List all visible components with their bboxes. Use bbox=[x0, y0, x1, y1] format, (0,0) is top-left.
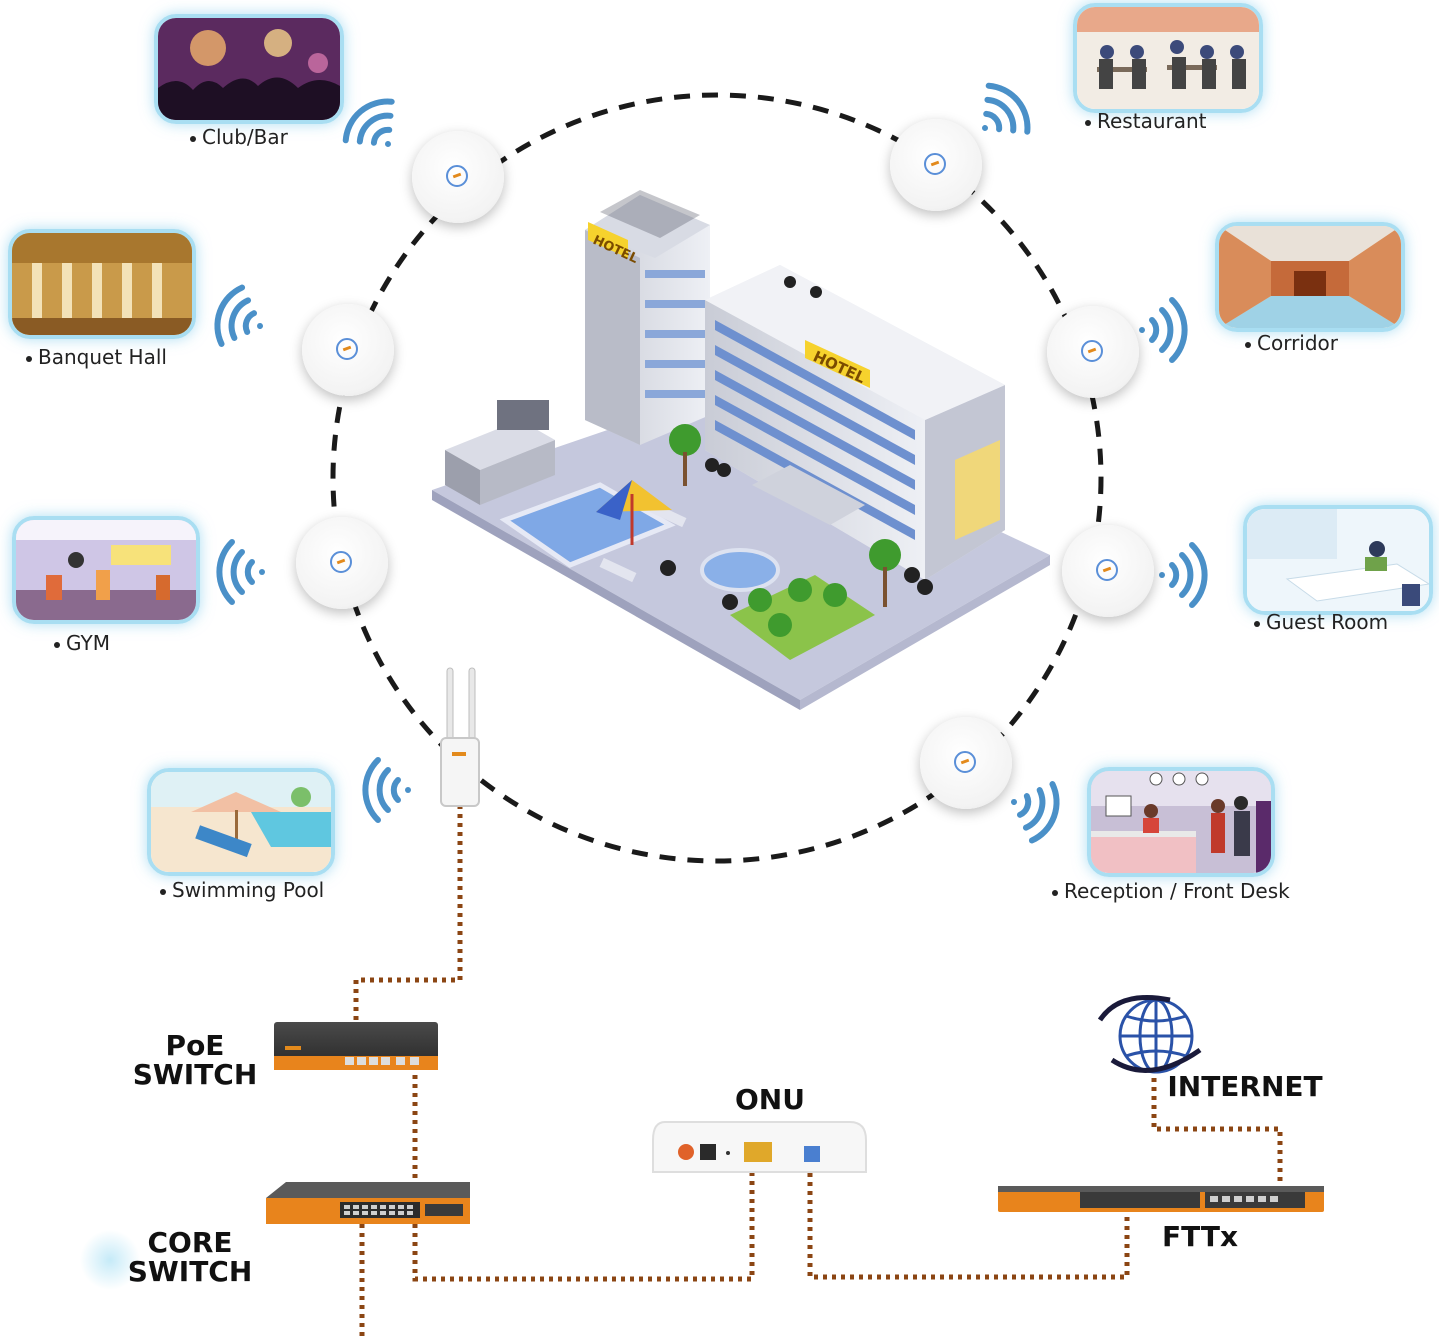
guest-room-thumbnail bbox=[1243, 505, 1433, 615]
wifi-icon-club bbox=[342, 98, 395, 147]
cable-fttx-to-internet bbox=[1151, 1076, 1283, 1190]
label-reception: Reception / Front Desk bbox=[1052, 879, 1290, 903]
core-switch-device bbox=[266, 1182, 470, 1224]
access-point-restaurant bbox=[890, 119, 982, 211]
label-swimming-pool: Swimming Pool bbox=[160, 878, 324, 902]
club-bar-thumbnail bbox=[154, 14, 344, 124]
label-internet: INTERNET bbox=[1167, 1070, 1323, 1103]
wifi-icon-reception bbox=[1011, 781, 1060, 844]
access-point-banquet bbox=[302, 304, 394, 396]
wifi-icon-corridor bbox=[1139, 297, 1188, 363]
label-fttx: FTTx bbox=[1161, 1220, 1239, 1253]
wifi-icon-pool bbox=[362, 757, 411, 823]
internet-globe-icon bbox=[1097, 995, 1202, 1074]
outdoor-access-point bbox=[440, 667, 480, 807]
ground-plate bbox=[432, 395, 1050, 700]
label-poe-switch: PoE SWITCH bbox=[132, 1029, 258, 1091]
access-point-reception bbox=[920, 717, 1012, 809]
label-banquet-hall: Banquet Hall bbox=[26, 345, 167, 369]
label-club-bar: Club/Bar bbox=[190, 125, 288, 149]
reception-thumbnail bbox=[1087, 767, 1275, 877]
label-onu: ONU bbox=[735, 1083, 805, 1116]
label-guest-room: Guest Room bbox=[1254, 610, 1388, 634]
label-gym: GYM bbox=[54, 631, 110, 655]
cable-ap-to-poe bbox=[353, 805, 463, 1022]
restaurant-thumbnail bbox=[1073, 3, 1263, 113]
wifi-coverage-ring bbox=[330, 92, 1104, 864]
wifi-icon-restaurant bbox=[982, 82, 1031, 135]
label-core-switch: CORE SWITCH bbox=[127, 1226, 253, 1288]
access-point-guest-room bbox=[1062, 525, 1154, 617]
poe-switch-device bbox=[274, 1022, 438, 1070]
wifi-icon-banquet bbox=[214, 284, 263, 347]
label-corridor: Corridor bbox=[1245, 331, 1338, 355]
access-point-club bbox=[412, 131, 504, 223]
cable-onu-to-fttx bbox=[807, 1164, 1130, 1280]
network-cables bbox=[353, 805, 1283, 1338]
onu-device bbox=[652, 1121, 867, 1173]
swimming-pool-thumbnail bbox=[147, 768, 335, 876]
banquet-hall-thumbnail bbox=[8, 229, 196, 339]
access-point-gym bbox=[296, 517, 388, 609]
fountain bbox=[700, 548, 780, 592]
corridor-thumbnail bbox=[1215, 222, 1405, 332]
wifi-icon-guest-room bbox=[1159, 542, 1208, 608]
access-point-corridor bbox=[1047, 306, 1139, 398]
cable-core-to-onu bbox=[412, 1164, 755, 1282]
hotel-building-illustration: HOTEL HOTEL bbox=[432, 190, 1050, 710]
wifi-signals bbox=[214, 82, 1208, 844]
gym-thumbnail bbox=[12, 516, 200, 624]
fttx-device bbox=[998, 1186, 1324, 1212]
wifi-icon-gym bbox=[216, 539, 265, 605]
label-restaurant: Restaurant bbox=[1085, 109, 1207, 133]
